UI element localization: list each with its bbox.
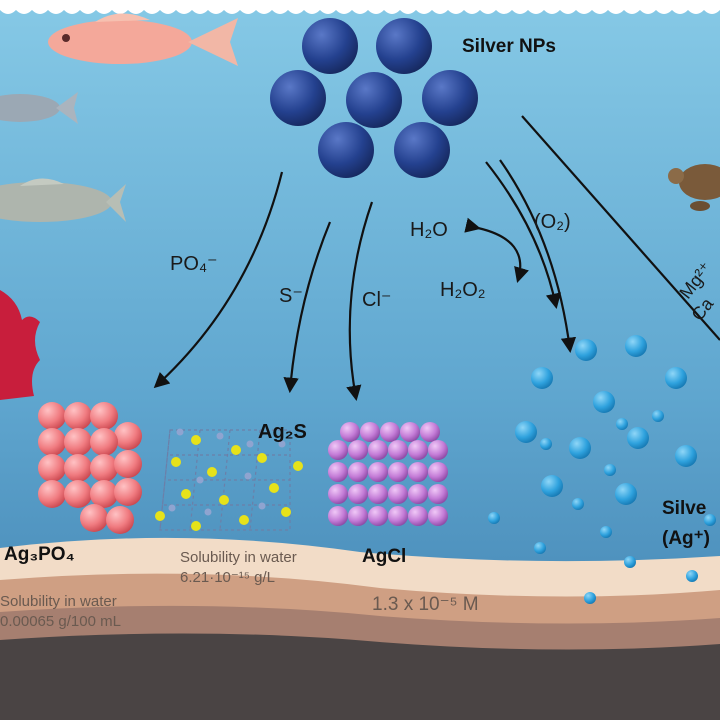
arrow-hardness-ions <box>521 115 720 341</box>
ag2s-lattice <box>159 429 291 531</box>
value-ag3po4-solubility: 0.00065 g/100 mL <box>0 613 121 630</box>
arrow-po4 <box>153 171 284 389</box>
label-silver-ion-line2: (Ag⁺) <box>662 528 710 549</box>
bedrock-layer <box>0 633 720 720</box>
ag3po4-cluster <box>38 402 142 534</box>
fish-gray-small <box>0 92 78 124</box>
arrow-oxidation-2 <box>499 159 577 354</box>
label-silver-ion-line1: Silve <box>662 498 706 519</box>
label-ag3po4-solubility: Solubility in water <box>0 593 117 610</box>
fish-gray-large <box>0 178 126 222</box>
fish-pink <box>48 13 238 66</box>
label-ag3po4: Ag₃PO₄ <box>4 544 75 565</box>
label-silver-nps: Silver NPs <box>462 36 556 57</box>
silver-nanoparticles <box>270 18 478 178</box>
arrow-cl <box>346 201 374 402</box>
arrow-h2o-h2o2 <box>464 217 529 283</box>
ag2s-atoms <box>155 428 303 531</box>
agcl-cube <box>328 422 448 526</box>
sea-turtle <box>668 164 720 211</box>
red-coral <box>0 290 40 400</box>
label-s: S⁻ <box>279 285 303 307</box>
label-agcl: AgCl <box>362 546 406 567</box>
label-h2o: H₂O <box>410 219 448 241</box>
value-ag2s-solubility: 6.21·10⁻¹⁵ g/L <box>180 569 275 586</box>
label-ag2s: Ag₂S <box>258 421 307 443</box>
water-surface <box>0 0 720 14</box>
arrow-s <box>283 221 332 394</box>
label-po4: PO₄⁻ <box>170 253 218 275</box>
label-o2: (O₂) <box>534 211 571 233</box>
label-ag2s-solubility: Solubility in water <box>180 549 297 566</box>
silver-ions <box>488 335 716 604</box>
arrow-oxidation-1 <box>485 161 561 310</box>
value-agcl-solubility: 1.3 x 10⁻⁵ M <box>372 594 479 615</box>
label-h2o2: H₂O₂ <box>440 279 486 301</box>
label-cl: Cl⁻ <box>362 289 391 311</box>
